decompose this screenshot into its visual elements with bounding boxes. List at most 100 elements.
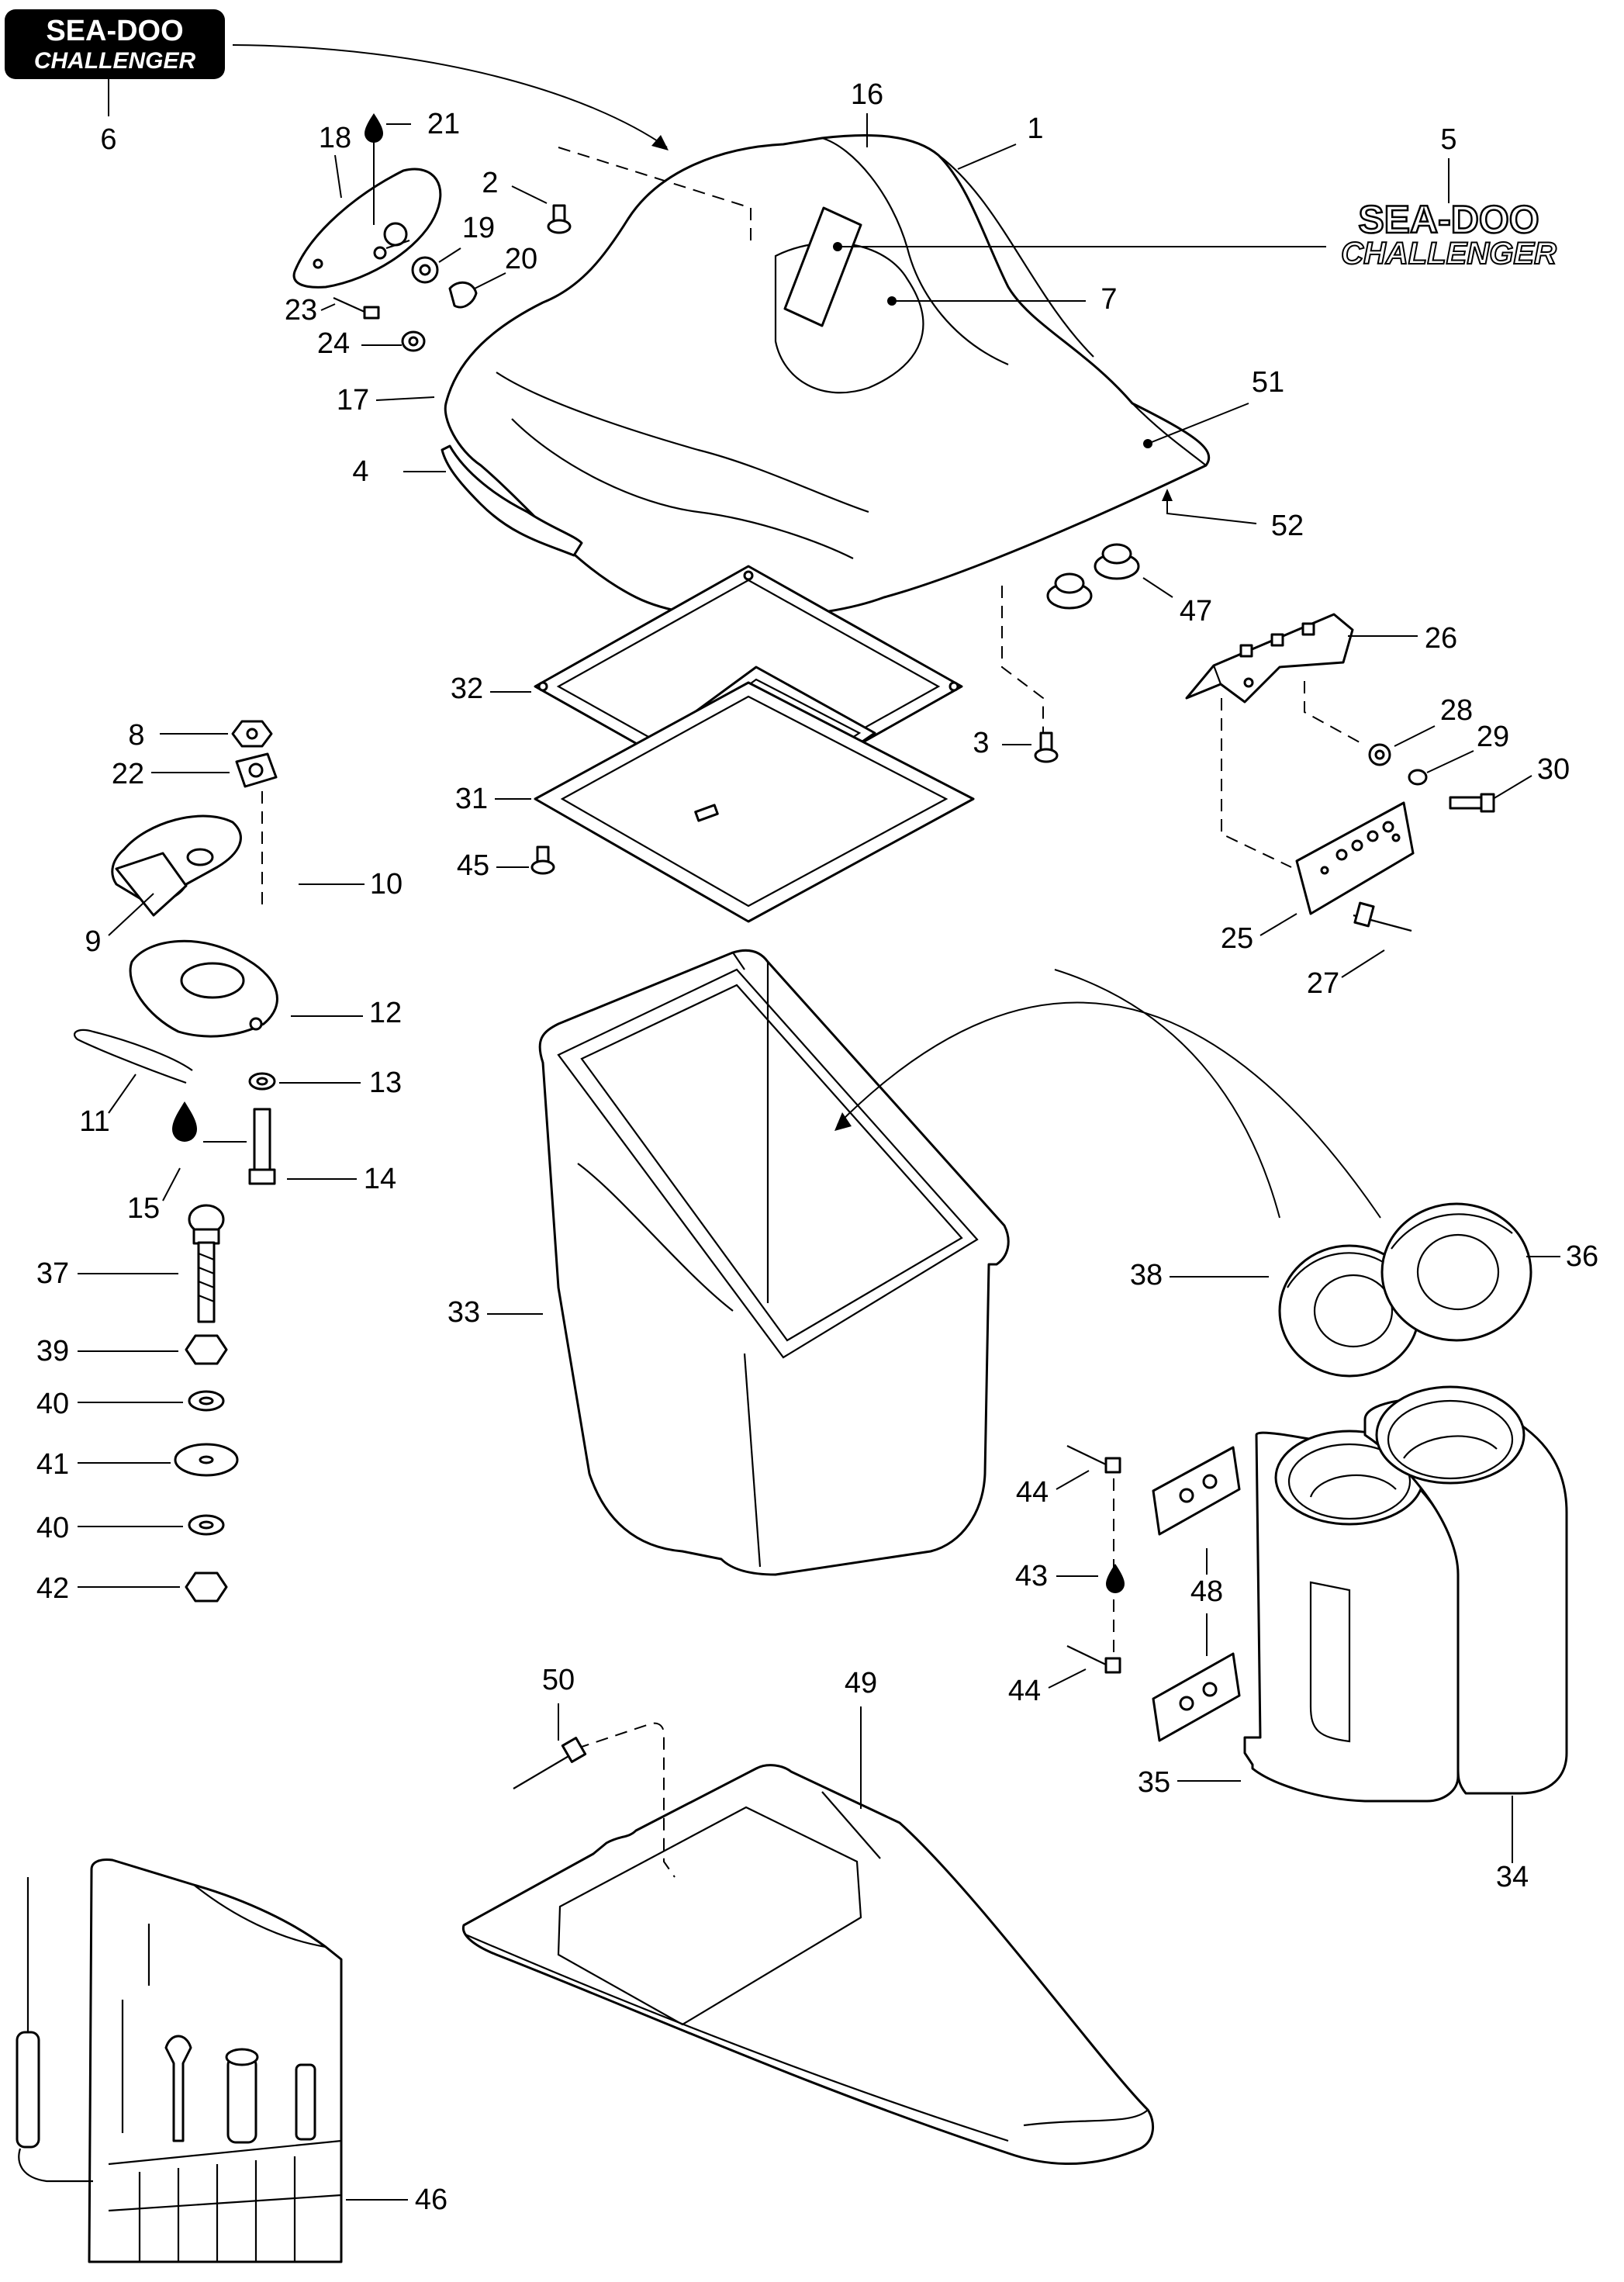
washer-40-bottom	[188, 1514, 225, 1536]
label-29: 29	[1477, 721, 1509, 753]
label-43: 43	[1015, 1560, 1048, 1592]
nut-28	[1368, 743, 1391, 766]
screw-3	[1034, 731, 1059, 763]
rivet-44-bottom	[1066, 1645, 1121, 1674]
label-36: 36	[1566, 1240, 1598, 1273]
seat-assembly	[444, 134, 1211, 619]
label-25: 25	[1221, 922, 1253, 955]
label-48: 48	[1190, 1575, 1223, 1608]
tool-kit-46	[88, 1858, 343, 2263]
storage-bin-33	[538, 949, 1010, 1576]
label-1: 1	[1027, 112, 1043, 145]
label-27: 27	[1307, 967, 1339, 1000]
rivet-27	[1353, 901, 1412, 932]
label-35: 35	[1138, 1766, 1170, 1799]
plate-48-top	[1152, 1446, 1241, 1536]
label-38: 38	[1130, 1259, 1163, 1291]
label-7: 7	[1101, 283, 1117, 316]
label-44a: 44	[1016, 1476, 1049, 1509]
label-41: 41	[36, 1448, 69, 1481]
label-15: 15	[127, 1192, 160, 1225]
base-frame-31	[534, 681, 975, 923]
washer-41	[174, 1443, 239, 1477]
rivet-23	[333, 296, 380, 320]
washer-29	[1408, 769, 1428, 786]
nut-39	[185, 1334, 228, 1365]
holder-35	[1243, 1430, 1460, 1803]
label-32: 32	[451, 672, 483, 705]
label-2: 2	[482, 167, 498, 199]
square-nut-22	[235, 752, 278, 788]
label-45: 45	[457, 849, 489, 882]
nut-8	[231, 720, 273, 748]
svg-text:SEA-DOO: SEA-DOO	[1358, 198, 1539, 241]
latch-plate-18	[292, 168, 442, 289]
label-50: 50	[542, 1664, 575, 1696]
label-3: 3	[973, 727, 989, 759]
bolt-14	[248, 1108, 276, 1185]
bolt-30	[1449, 793, 1495, 813]
latch-9	[111, 814, 242, 917]
stud-37	[188, 1204, 225, 1323]
plate-48-bottom	[1152, 1652, 1241, 1742]
label-22: 22	[112, 758, 144, 790]
washer-24	[401, 330, 426, 352]
label-8: 8	[128, 719, 144, 752]
screw-45	[530, 845, 555, 875]
label-11: 11	[79, 1105, 109, 1138]
label-39: 39	[36, 1335, 69, 1367]
label-40b: 40	[36, 1512, 69, 1544]
washer-13	[248, 1072, 276, 1091]
label-14: 14	[364, 1163, 396, 1195]
label-34: 34	[1496, 1861, 1529, 1893]
label-26: 26	[1425, 622, 1457, 655]
rivet-50	[513, 1737, 587, 1789]
label-49: 49	[845, 1667, 877, 1699]
label-12: 12	[369, 997, 402, 1029]
label-5: 5	[1440, 123, 1456, 156]
label-17: 17	[337, 384, 369, 417]
screwdriver-icon	[16, 1877, 93, 2183]
plate-25	[1295, 801, 1415, 915]
label-30: 30	[1537, 753, 1570, 786]
cable-11	[74, 1029, 193, 1084]
logo-decal-5: SEA-DOO CHALLENGER	[1340, 197, 1557, 271]
rivet-44-top	[1066, 1445, 1121, 1474]
bracket-26	[1185, 613, 1354, 704]
logo-badge-topleft: SEA-DOO CHALLENGER	[5, 9, 225, 79]
label-24: 24	[317, 327, 350, 360]
cover-36	[1380, 1202, 1532, 1342]
label-44b: 44	[1008, 1675, 1041, 1707]
label-21: 21	[427, 108, 460, 140]
label-16: 16	[851, 78, 883, 111]
label-10: 10	[370, 868, 403, 901]
label-40a: 40	[36, 1388, 69, 1420]
drop-icon-15	[172, 1101, 197, 1142]
svg-text:SEA-DOO: SEA-DOO	[46, 15, 183, 47]
svg-text:CHALLENGER: CHALLENGER	[34, 48, 196, 74]
latch-base-12	[129, 939, 278, 1038]
label-46: 46	[415, 2183, 447, 2216]
label-31: 31	[455, 783, 488, 815]
nut-19	[411, 256, 439, 284]
label-51: 51	[1252, 366, 1284, 399]
label-18: 18	[319, 122, 351, 154]
label-19: 19	[462, 212, 495, 244]
label-6: 6	[100, 123, 116, 156]
svg-text:CHALLENGER: CHALLENGER	[1341, 237, 1557, 271]
washer-40-top	[188, 1390, 225, 1412]
tray-49	[461, 1764, 1155, 2165]
bumpers-47	[1046, 543, 1140, 610]
screw-2	[547, 204, 572, 234]
label-33: 33	[447, 1296, 480, 1329]
clip-20	[448, 281, 478, 309]
drop-icon-43	[1106, 1564, 1125, 1593]
label-4: 4	[352, 455, 368, 488]
drop-icon-21	[365, 113, 383, 143]
label-23: 23	[285, 294, 317, 327]
label-9: 9	[85, 925, 101, 958]
nut-42	[185, 1571, 228, 1603]
label-37: 37	[36, 1257, 69, 1290]
holder-34	[1363, 1385, 1568, 1795]
